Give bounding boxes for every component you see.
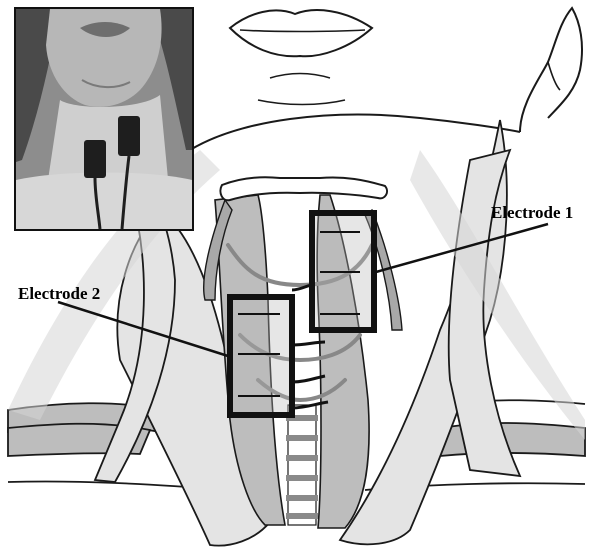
electrode-1-label: Electrode 1 — [491, 203, 573, 222]
chin-crease-2 — [258, 100, 345, 105]
chin-crease — [270, 74, 330, 79]
hyoid-bone — [220, 177, 387, 200]
electrode-1 — [312, 213, 374, 330]
trachea — [286, 405, 318, 525]
inset-photo — [15, 8, 193, 230]
head-outline — [190, 8, 582, 150]
ear-inner — [548, 62, 560, 90]
jaw-line — [190, 115, 520, 150]
lips — [230, 10, 372, 56]
electrode-2 — [230, 297, 292, 415]
electrode-2-label: Electrode 2 — [18, 284, 100, 303]
